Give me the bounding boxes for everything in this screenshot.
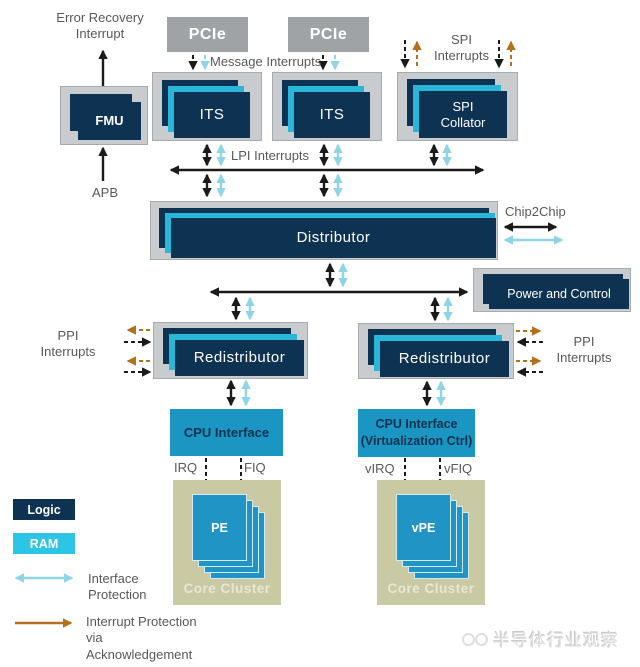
- redistributor-block-right: Redistributor: [358, 323, 514, 379]
- its2-label: ITS: [294, 92, 370, 138]
- ppi-right-arrows: [516, 326, 543, 377]
- spi-collator-block: SPI Collator: [397, 72, 518, 141]
- chip2chip-arrows: [503, 222, 564, 245]
- vpe-block: vPE: [396, 494, 451, 561]
- redistributor-left-label: Redistributor: [175, 340, 304, 376]
- ppi-interrupts-left-label: PPI Interrupts: [40, 328, 96, 360]
- core-cluster-right-label: Core Cluster: [387, 581, 475, 596]
- vfiq-label: vFIQ: [444, 461, 473, 476]
- spi-interrupts-label: SPI Interrupts: [434, 32, 489, 64]
- distributor-block: Distributor: [150, 201, 498, 260]
- legend-ram-swatch: RAM: [13, 533, 75, 554]
- watermark-text: 半导体行业观察: [493, 631, 619, 650]
- core-cluster-right: vPE Core Cluster: [377, 480, 485, 605]
- redistributor-cpu-arrows: [226, 379, 446, 407]
- power-and-control-label: Power and Control: [489, 279, 629, 309]
- error-recovery-interrupt-label: Error Recovery Interrupt: [56, 10, 144, 42]
- cpu-interface-block: CPU Interface: [170, 409, 283, 456]
- power-and-control-block: Power and Control: [473, 268, 631, 312]
- fiq-label: FIQ: [244, 460, 266, 475]
- pcie-block-1: PCIe: [167, 17, 248, 52]
- legend-interrupt-protection-label: Interrupt Protection via Acknowledgement: [86, 614, 197, 662]
- cpu-interface-virtualization-block: CPU Interface (Virtualization Ctrl): [358, 409, 475, 457]
- spi-collator-label: SPI Collator: [419, 91, 507, 138]
- ppi-left-arrows: [124, 325, 152, 377]
- ppi-interrupts-right-label: PPI Interrupts: [556, 334, 612, 366]
- legend-logic-swatch: Logic: [13, 499, 75, 520]
- virq-label: vIRQ: [365, 461, 395, 476]
- chip2chip-label: Chip2Chip: [505, 204, 566, 219]
- fmu-label: FMU: [78, 102, 141, 140]
- pcie-block-2: PCIe: [288, 17, 369, 52]
- watermark-logo-icon: [462, 632, 489, 646]
- lpi-interrupts-label: LPI Interrupts: [231, 148, 310, 163]
- legend-interface-protection-label: Interface Protection: [88, 571, 147, 603]
- apb-label: APB: [92, 185, 119, 200]
- core-cluster-left: PE Core Cluster: [173, 480, 281, 605]
- redistributor-block-left: Redistributor: [153, 322, 308, 379]
- watermark: 半导体行业观察: [462, 626, 619, 651]
- core-cluster-left-label: Core Cluster: [183, 581, 271, 596]
- pe-block: PE: [192, 494, 247, 561]
- its1-label: ITS: [174, 92, 250, 138]
- message-interrupts-label: Message Interrupts: [210, 54, 322, 69]
- fmu-block: FMU: [60, 86, 148, 145]
- its-block-2: ITS: [272, 72, 382, 141]
- legend-arrows: [14, 573, 74, 628]
- distributor-label: Distributor: [171, 218, 496, 258]
- redistributor-right-label: Redistributor: [380, 341, 509, 377]
- its-block-1: ITS: [152, 72, 262, 141]
- irq-label: IRQ: [174, 460, 198, 475]
- distributor-lower-bus-arrows: [209, 262, 469, 322]
